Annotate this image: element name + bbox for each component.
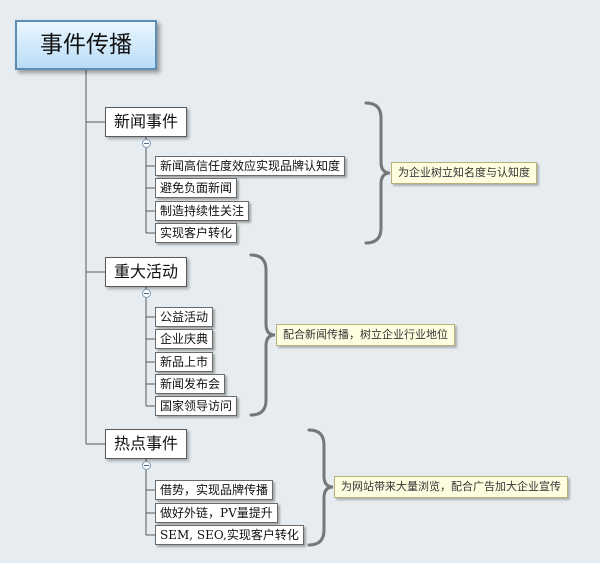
leaf-item[interactable]: 避免负面新闻: [155, 178, 238, 198]
brace-3: [307, 428, 334, 547]
leaf-item[interactable]: 新闻发布会: [155, 374, 226, 394]
leaf-item[interactable]: SEM, SEO,实现客户转化: [155, 525, 304, 545]
summary-note[interactable]: 为网站带来大量浏览，配合广告加大企业宣传: [334, 476, 568, 498]
collapse-icon[interactable]: [142, 139, 151, 148]
summary-note[interactable]: 为企业树立知名度与认知度: [391, 162, 537, 184]
collapse-icon[interactable]: [142, 289, 151, 298]
leaf-item[interactable]: 实现客户转化: [155, 223, 238, 243]
branch-topic-hot-events[interactable]: 热点事件: [105, 429, 187, 459]
leaf-item[interactable]: 国家领导访问: [155, 396, 238, 416]
brace-2: [249, 253, 276, 417]
leaf-item[interactable]: 借势，实现品牌传播: [155, 480, 274, 500]
branch-3-connectors: [145, 459, 155, 536]
leaf-item[interactable]: 做好外链，PV量提升: [155, 503, 278, 523]
summary-note[interactable]: 配合新闻传播，树立企业行业地位: [276, 324, 455, 346]
leaf-item[interactable]: 公益活动: [155, 307, 214, 327]
branch-1-connectors: [145, 137, 155, 234]
branch-topic-major-events[interactable]: 重大活动: [105, 257, 187, 287]
leaf-item[interactable]: 新闻高信任度效应实现品牌认知度: [155, 156, 346, 176]
leaf-item[interactable]: 制造持续性关注: [155, 201, 250, 221]
leaf-item[interactable]: 企业庆典: [155, 329, 214, 349]
root-topic[interactable]: 事件传播: [15, 20, 157, 70]
brace-1: [364, 101, 391, 245]
branch-2-connectors: [145, 287, 155, 407]
collapse-icon[interactable]: [142, 461, 151, 470]
leaf-item[interactable]: 新品上市: [155, 352, 214, 372]
branch-topic-news-event[interactable]: 新闻事件: [105, 107, 187, 137]
